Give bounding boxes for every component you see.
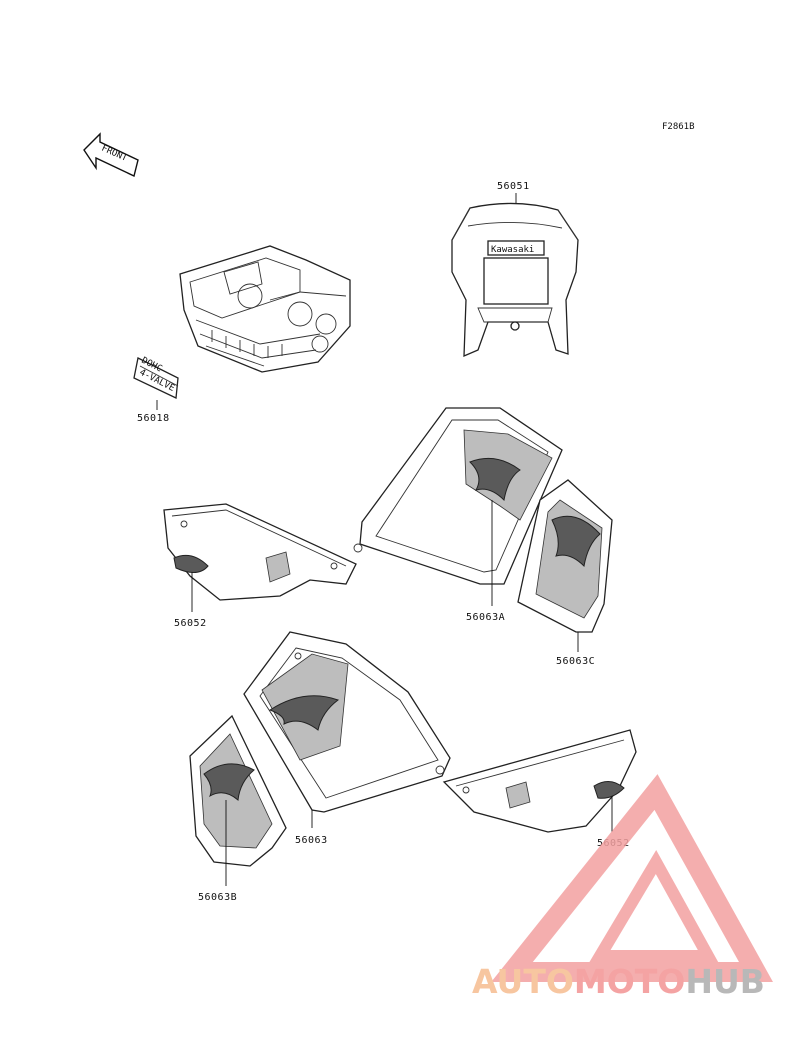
- side-cover-right: [442, 729, 637, 833]
- shroud-right-inner: [517, 479, 613, 633]
- front-arrow-icon: FRONT: [83, 132, 139, 177]
- watermark-text: AUTOMOTOHUB: [472, 962, 765, 1001]
- watermark-hub: HUB: [685, 962, 765, 1001]
- label-shroud-left-outer: 56063: [295, 835, 328, 846]
- fairing-logo: Kawasaki: [491, 245, 534, 255]
- figure-code: F2861B: [662, 122, 695, 132]
- label-dohc-decal: 56018: [137, 413, 170, 424]
- headlight-fairing: Kawasaki: [451, 202, 579, 358]
- label-side-cover-left: 56052: [174, 618, 207, 629]
- watermark-auto: AUTO: [472, 962, 574, 1001]
- label-shroud-right-outer: 56063A: [466, 612, 505, 623]
- side-cover-left: [163, 503, 357, 601]
- label-shroud-right-inner: 56063C: [556, 656, 595, 667]
- automotohub-logo-icon: [491, 774, 773, 982]
- label-shroud-left-inner: 56063B: [198, 892, 237, 903]
- shroud-right-outer: [353, 407, 563, 585]
- shroud-left-inner: [189, 714, 287, 867]
- shroud-left-outer: [243, 631, 451, 813]
- watermark-moto: MOTO: [573, 962, 686, 1001]
- dohc-4valve-decal: DOHC 4-VALVE: [133, 356, 179, 399]
- cylinder-head: [179, 245, 351, 373]
- label-fairing: 56051: [497, 181, 530, 192]
